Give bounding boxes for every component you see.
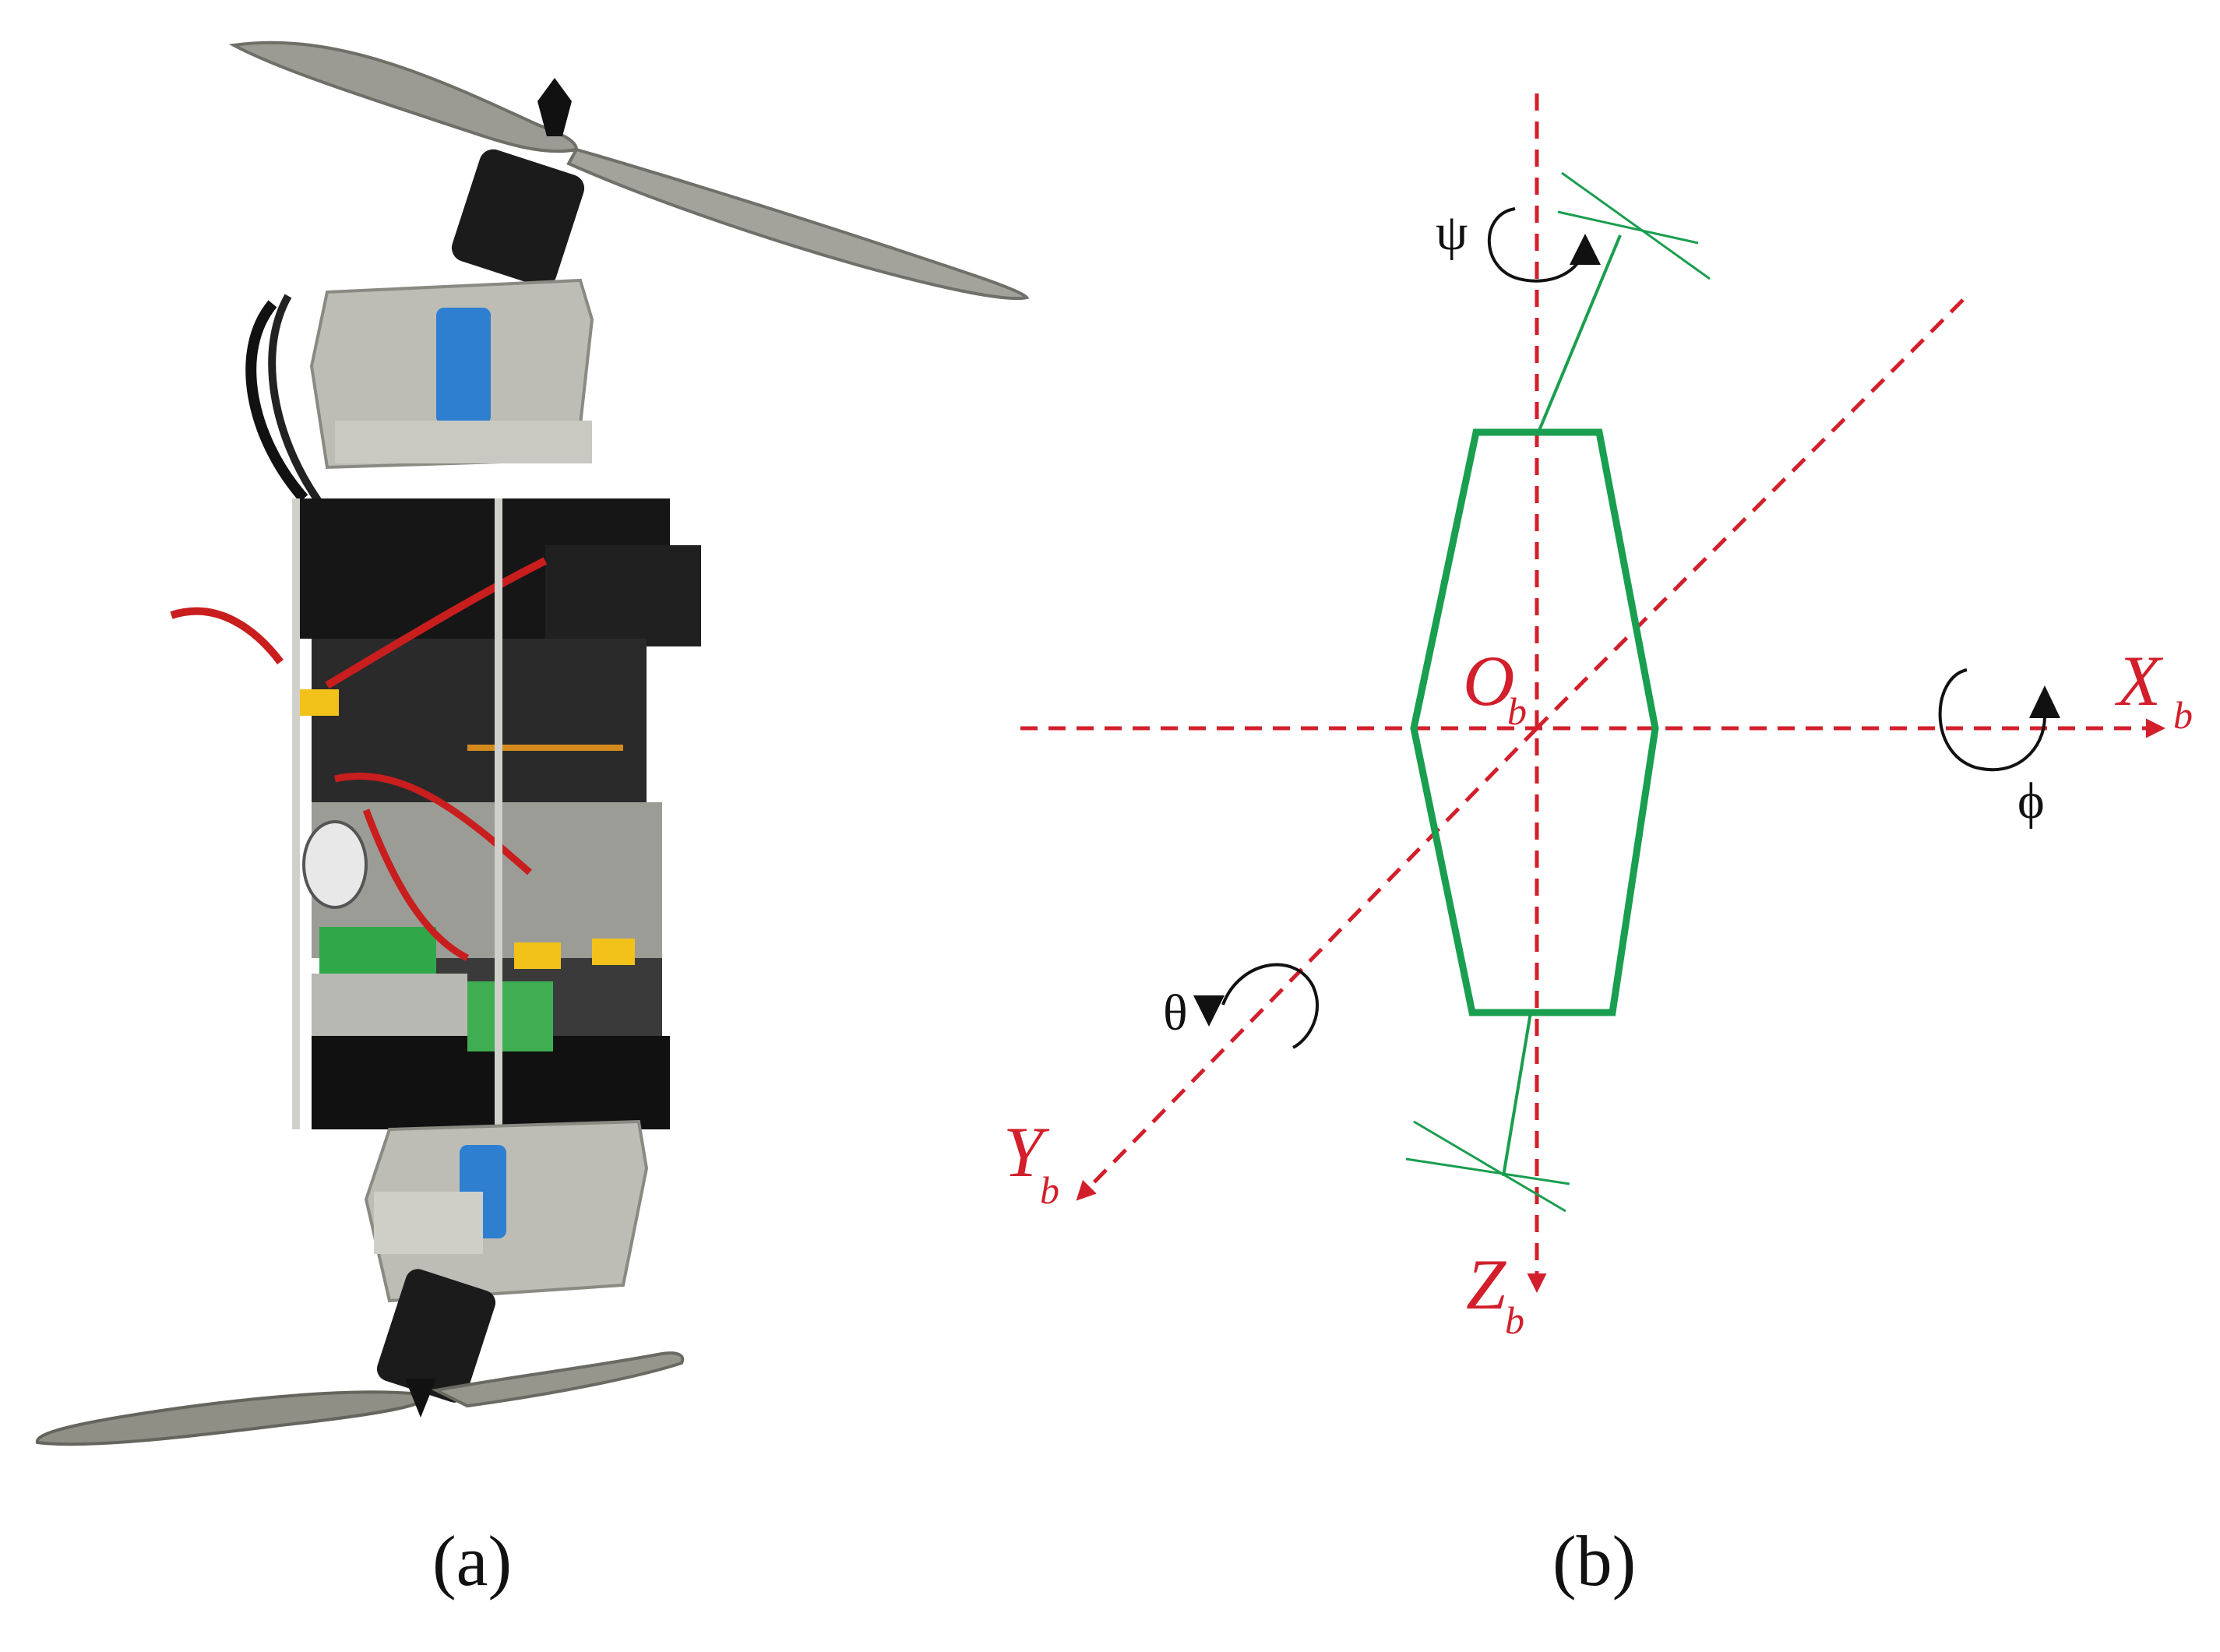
bottom-propeller	[35, 1351, 685, 1446]
y-axis-upper	[1535, 298, 1965, 730]
top-propeller	[228, 41, 1030, 301]
y-axis	[1076, 727, 1538, 1201]
top-servo-mount	[245, 278, 594, 505]
caption-a: (a)	[432, 1521, 512, 1601]
pitch-arrow-head	[1193, 995, 1225, 1027]
roll-rotation-arrow	[1938, 668, 2046, 772]
caption-b: (b)	[1552, 1521, 1636, 1601]
avionics-stack	[170, 498, 701, 1129]
pitch-rotation-arrow	[1221, 963, 1320, 1049]
uav-photo	[35, 41, 1030, 1446]
y-axis-label: Y	[1003, 1112, 1050, 1192]
bottom-motor	[376, 1269, 496, 1403]
z-axis-label: Z	[1466, 1245, 1506, 1324]
y-axis-subscript: b	[1040, 1168, 1059, 1212]
z-axis-subscript: b	[1505, 1298, 1524, 1342]
bottom-rotor-disk-2	[1413, 1120, 1566, 1213]
bottom-servo-mount	[364, 1119, 649, 1303]
bottom-rotor-disk-1	[1405, 1157, 1570, 1185]
yaw-angle-label: ψ	[1436, 204, 1468, 261]
yaw-rotation-arrow	[1487, 207, 1587, 283]
top-rotor-disk-1	[1557, 210, 1699, 245]
origin-subscript: b	[1507, 689, 1527, 733]
pitch-angle-label: θ	[1163, 985, 1188, 1041]
origin-label: O	[1463, 641, 1514, 720]
fuselage-outline	[1410, 428, 1659, 1016]
x-axis-subscript: b	[2173, 693, 2193, 737]
bottom-rotor-shaft	[1502, 1012, 1532, 1177]
body-frame-diagram: O b X b Y b Z b ψ ϕ θ	[1003, 93, 2193, 1342]
roll-angle-label: ϕ	[2017, 773, 2045, 830]
top-motor	[451, 149, 585, 287]
top-rotor-disk-2	[1561, 171, 1711, 280]
x-axis-label: X	[2114, 641, 2164, 720]
yaw-arrow-head	[1570, 234, 1601, 265]
roll-arrow-head	[2029, 685, 2060, 718]
top-rotor-shaft	[1537, 234, 1622, 433]
